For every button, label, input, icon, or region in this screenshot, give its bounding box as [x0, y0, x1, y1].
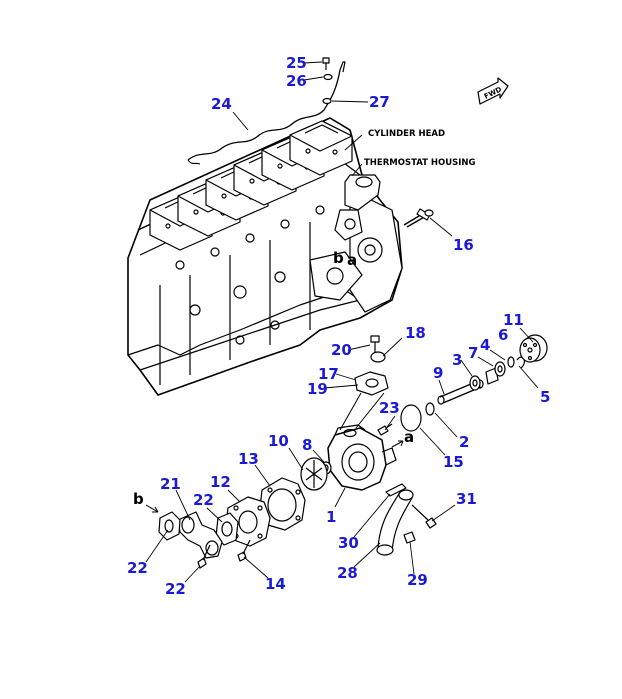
- wire-harness: [187, 69, 341, 161]
- o-ring-15: [400, 404, 422, 432]
- callout-4: 4: [480, 336, 491, 354]
- callout-6: 6: [498, 326, 509, 344]
- bolt-16: [403, 208, 434, 228]
- bearing-3: [469, 375, 481, 391]
- ref-letter-b-elbow: b: [133, 490, 144, 508]
- elbow-21: [177, 511, 223, 559]
- callout-22b: 22: [127, 559, 148, 577]
- callout-31: 31: [456, 490, 477, 508]
- callout-28: 28: [337, 564, 358, 582]
- callout-15: 15: [443, 453, 464, 471]
- ref-letter-a-engine: a: [347, 251, 358, 269]
- bearing-4: [494, 361, 506, 377]
- thermostat-housing: [334, 174, 381, 241]
- callout-19: 19: [307, 380, 328, 398]
- gasket-22-left: [158, 511, 181, 541]
- callout-22: 22: [193, 491, 214, 509]
- callout-14: 14: [265, 575, 286, 593]
- callout-29: 29: [407, 571, 428, 589]
- valve-covers: [149, 120, 353, 251]
- label-cylinder-head: CYLINDER HEAD: [368, 129, 446, 139]
- seal-2: [425, 402, 435, 416]
- hub-11: [519, 334, 548, 363]
- callout-25: 24: [211, 95, 232, 113]
- callout-20: 20: [331, 341, 352, 359]
- callout-30: 30: [338, 534, 359, 552]
- label-thermostat-housing: THERMOSTAT HOUSING: [364, 158, 476, 168]
- ref-letter-b-engine: b: [333, 249, 344, 267]
- ref-letter-a-pump: a: [404, 428, 415, 446]
- fwd-arrow-icon: [477, 77, 509, 105]
- callout-2: 2: [459, 433, 470, 451]
- callout-27b: 27: [369, 93, 390, 111]
- callout-24: 23: [379, 399, 400, 417]
- bolt-23: [197, 544, 211, 569]
- callout-13: 13: [238, 450, 259, 468]
- callout-18: 18: [405, 324, 426, 342]
- bolt-20: [370, 335, 380, 352]
- leader-lines: [145, 61, 539, 583]
- pipe-28: [376, 489, 414, 556]
- callout-23: 22: [165, 580, 186, 598]
- callout-27: 26: [286, 72, 307, 90]
- callout-3: 3: [452, 351, 463, 369]
- impeller-10: [300, 457, 328, 491]
- bolt-14: [237, 539, 251, 562]
- callout-21: 21: [160, 475, 181, 493]
- engine-block: [127, 117, 403, 396]
- cover-17: [354, 371, 389, 396]
- callout-10: 10: [268, 432, 289, 450]
- callout-26: 25: [286, 54, 307, 72]
- snap-ring-6: [507, 356, 515, 368]
- callout-1: 1: [326, 508, 337, 526]
- plug-29: [403, 531, 416, 544]
- gasket-30: [385, 483, 407, 497]
- washer-27b: [322, 97, 332, 105]
- callout-8: 8: [302, 436, 313, 454]
- callout-12: 12: [210, 473, 231, 491]
- bolt-31: [411, 504, 437, 529]
- callout-9: 9: [433, 364, 444, 382]
- water-pump-body: [327, 424, 397, 491]
- washer-27: [323, 73, 333, 81]
- o-ring-18: [370, 351, 386, 363]
- bolt-26: [322, 57, 330, 70]
- callout-16: 16: [453, 236, 474, 254]
- callout-7: 7: [468, 344, 479, 362]
- callout-5: 5: [540, 388, 551, 406]
- callout-17: 17: [318, 365, 339, 383]
- callout-11: 11: [503, 311, 524, 329]
